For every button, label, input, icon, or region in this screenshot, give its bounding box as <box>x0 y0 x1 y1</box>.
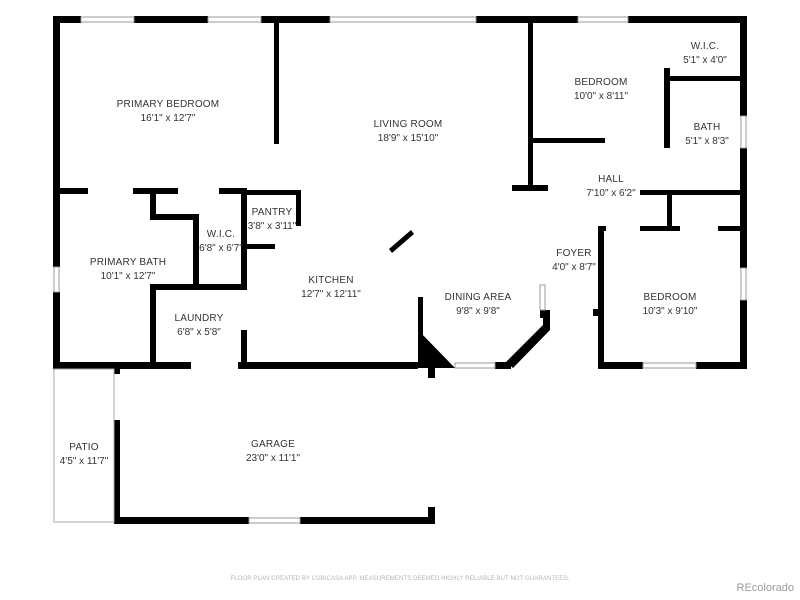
room-wic-2: W.I.C.5'1" x 4'0" <box>683 41 727 66</box>
disclaimer-text: FLOOR PLAN CREATED BY CUBICASA APP. MEAS… <box>230 576 570 582</box>
brand-logo-text: REcolorado <box>736 582 794 594</box>
room-wic-primary: W.I.C.6'8" x 6'7" <box>199 229 243 254</box>
patio-outline <box>53 368 115 523</box>
windows <box>53 16 747 524</box>
walls <box>53 16 747 524</box>
